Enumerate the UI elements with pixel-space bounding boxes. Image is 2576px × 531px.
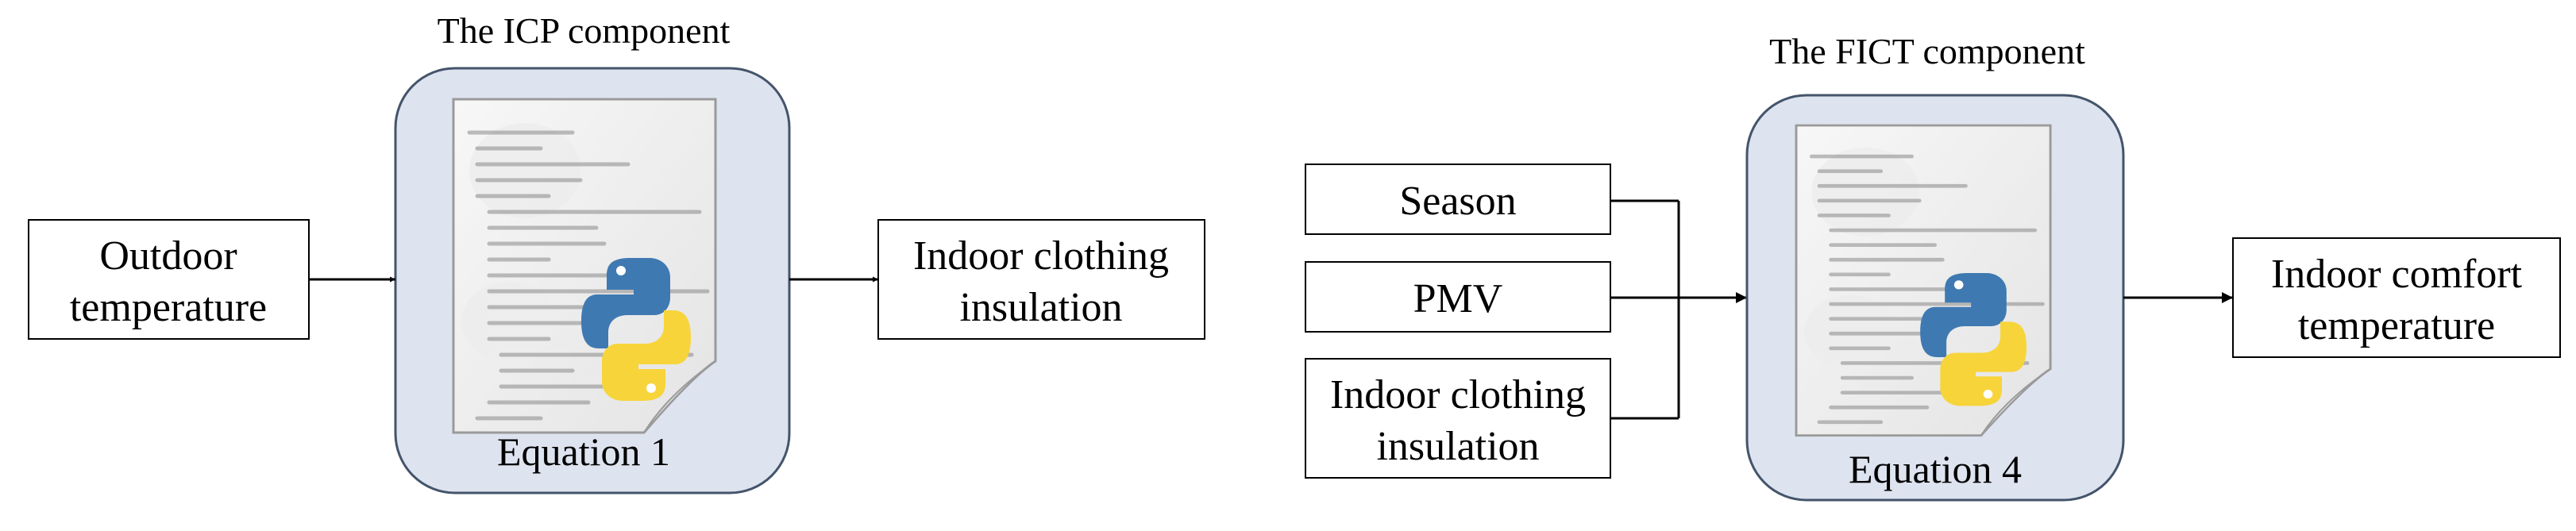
fict-season-label: Season <box>1399 179 1516 224</box>
icp-output-label-line1: Indoor clothing <box>913 233 1169 279</box>
icp-output-label-line2: insulation <box>959 285 1122 330</box>
python-script-icon <box>1796 125 2050 436</box>
icp-input-label-line2: temperature <box>70 285 267 330</box>
fict-output-label-line1: Indoor comfort <box>2271 252 2523 297</box>
icp-output-box: Indoor clothing insulation <box>877 219 1205 340</box>
icp-input-box: Outdoor temperature <box>28 219 310 340</box>
fict-input-connectors <box>1610 199 1680 420</box>
icp-component: The ICP component Equation 1 <box>394 10 791 494</box>
fict-equation-label: Equation 4 <box>1849 447 2022 491</box>
fict-clothing-box: Indoor clothing insulation <box>1305 358 1611 479</box>
fict-pmv-label: PMV <box>1413 276 1503 321</box>
fict-clothing-label-line2: insulation <box>1376 424 1539 469</box>
icp-component-title: The ICP component <box>438 10 731 51</box>
fict-output-box: Indoor comfort temperature <box>2232 237 2561 358</box>
fict-pmv-box: PMV <box>1305 261 1611 333</box>
fict-clothing-label-line1: Indoor clothing <box>1330 372 1586 417</box>
fict-output-label-line2: temperature <box>2298 303 2495 348</box>
python-script-icon <box>453 99 715 433</box>
fict-season-box: Season <box>1305 164 1611 235</box>
fict-component: The FICT component Equation 4 <box>1745 31 2125 502</box>
icp-equation-label: Equation 1 <box>497 429 670 474</box>
fict-component-title: The FICT component <box>1769 31 2085 71</box>
icp-input-label-line1: Outdoor <box>99 233 237 279</box>
